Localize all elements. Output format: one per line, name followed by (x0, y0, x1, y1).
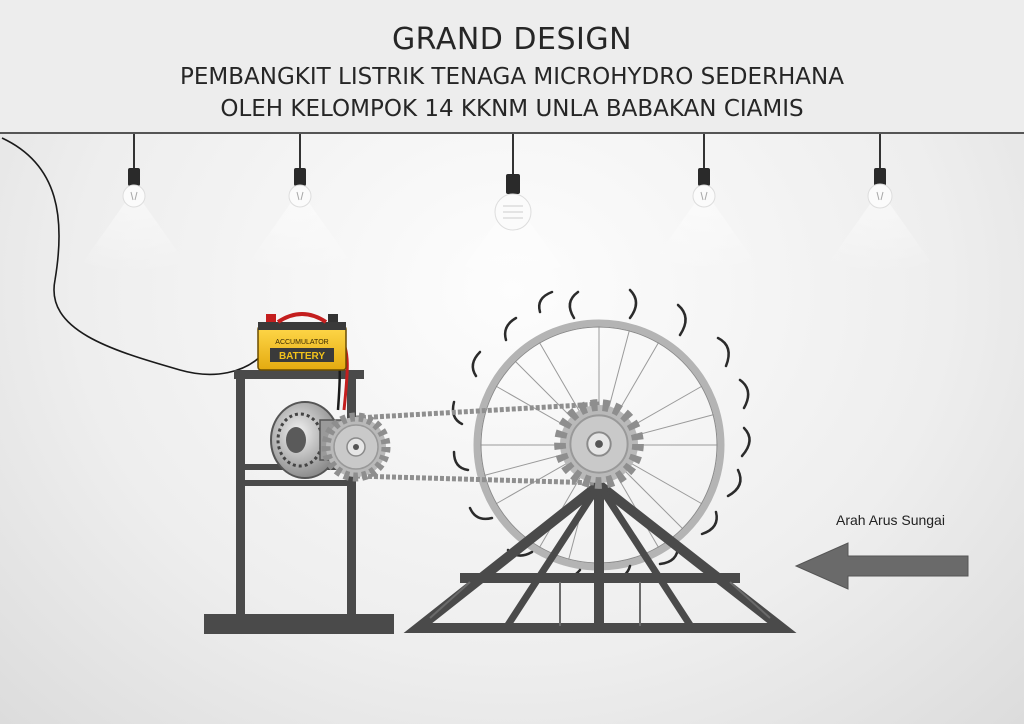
lamp (820, 134, 940, 275)
wheel-support-frame (403, 450, 797, 633)
drive-chain (355, 401, 601, 486)
page-title: GRAND DESIGN (391, 22, 633, 57)
battery-label-top: ACCUMULATOR (275, 339, 328, 346)
lamp (240, 134, 360, 275)
header: GRAND DESIGN PEMBANGKIT LISTRIK TENAGA M… (0, 0, 1024, 134)
power-cable (1, 137, 263, 376)
wheel-sprocket (560, 405, 638, 483)
frame-bracing (429, 581, 771, 626)
subtitle-line-1: PEMBANGKIT LISTRIK TENAGA MICROHYDRO SED… (180, 64, 844, 90)
flow-direction-label: Arah Arus Sungai (836, 512, 945, 528)
battery: ACCUMULATOR BATTERY (257, 312, 347, 371)
battery-label-main: BATTERY (279, 351, 325, 362)
alternator-sprocket (326, 417, 386, 477)
subtitle-line-2: OLEH KELOMPOK 14 KKNM UNLA BABAKAN CIAMI… (220, 96, 804, 122)
lamp (74, 134, 194, 275)
lamp (644, 134, 764, 275)
flow-arrow (794, 542, 969, 590)
lamps (74, 134, 940, 295)
lamp (443, 134, 583, 295)
